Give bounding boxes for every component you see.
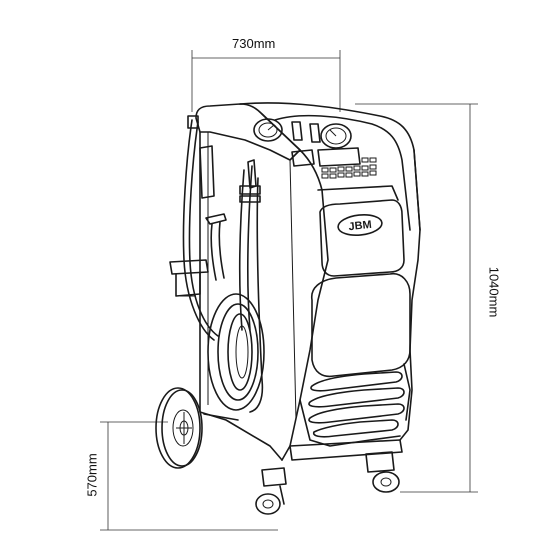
rear-caster-wheel [365, 451, 400, 493]
pressure-gauges [253, 118, 352, 149]
base-height-label: 570mm [84, 453, 100, 497]
hoses [169, 115, 265, 413]
small-screen [291, 149, 315, 167]
hose-coil [207, 293, 265, 411]
width-dimension-line [191, 50, 341, 112]
control-panel [291, 147, 377, 179]
wheel-icon [372, 471, 400, 493]
height-dimension-line [355, 103, 478, 493]
front-caster-wheel [255, 467, 287, 515]
bottle-holder [169, 259, 209, 275]
valve-knob-icon [291, 121, 303, 141]
machine-body [195, 102, 421, 461]
valve-knob-icon [309, 123, 321, 143]
hose-bracket [199, 145, 215, 199]
hose-coupler-icon [187, 115, 199, 129]
pressure-gauge-icon [320, 123, 352, 149]
jbm-logo: JBM [337, 213, 383, 237]
lcd-screen [317, 147, 361, 167]
width-label: 730mm [232, 36, 276, 51]
logo-text: JBM [348, 219, 372, 233]
coupler-fitting-icon [205, 213, 227, 225]
wheel-icon [155, 387, 203, 469]
keypad [321, 157, 377, 179]
base-height-dimension-line [100, 421, 278, 531]
wheels [155, 387, 400, 515]
pressure-gauge-icon [253, 118, 283, 142]
axle [203, 413, 239, 421]
height-label: 1040mm [486, 266, 502, 318]
ventilation-grille [308, 363, 411, 438]
wheel-icon [255, 493, 281, 515]
